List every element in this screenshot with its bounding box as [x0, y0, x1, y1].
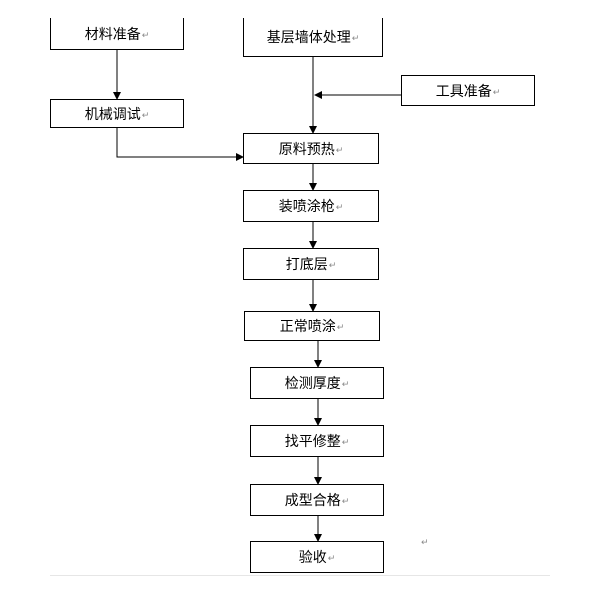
- step-material-prep: 材料准备↵: [50, 18, 184, 50]
- step-label: 工具准备: [435, 83, 492, 100]
- arrow-machine-to-preheat: [116, 128, 244, 161]
- paragraph-mark-icon: ↵: [335, 145, 344, 156]
- paragraph-mark-icon: ↵: [141, 110, 150, 121]
- step-label: 材料准备: [84, 26, 141, 43]
- step-label: 验收: [298, 550, 327, 566]
- paragraph-mark-icon: ↵: [336, 323, 345, 333]
- paragraph-mark-icon: ↵: [341, 497, 350, 507]
- step-thickness-check: 检测厚度↵: [250, 367, 384, 399]
- step-label: 打底层: [285, 257, 328, 273]
- step-machine-debug: 机械调试↵: [50, 99, 184, 128]
- step-base-coat: 打底层↵: [243, 248, 379, 280]
- paragraph-mark-icon: ↵: [341, 438, 350, 448]
- step-label: 机械调试: [84, 106, 141, 123]
- step-label: 原料预热: [278, 141, 335, 158]
- step-label: 成型合格: [284, 493, 341, 509]
- step-label: 找平修整: [284, 434, 341, 450]
- page-divider: [50, 575, 550, 576]
- paragraph-mark-icon: ↵: [327, 554, 336, 564]
- paragraph-mark-icon: ↵: [341, 380, 350, 390]
- step-qualified: 成型合格↵: [250, 484, 384, 516]
- step-normal-spray: 正常喷涂↵: [244, 311, 380, 341]
- step-install-gun: 装喷涂枪↵: [243, 190, 379, 222]
- paragraph-mark-icon: ↵: [421, 538, 429, 548]
- step-acceptance: 验收↵: [250, 541, 384, 573]
- step-leveling: 找平修整↵: [250, 425, 384, 457]
- step-tool-prep: 工具准备↵: [401, 75, 535, 106]
- step-label: 基层墙体处理: [266, 30, 351, 46]
- step-preheat: 原料预热↵: [243, 133, 379, 164]
- paragraph-mark-icon: ↵: [141, 30, 150, 41]
- paragraph-mark-icon: ↵: [492, 87, 501, 98]
- paragraph-mark-icon: ↵: [328, 261, 337, 271]
- step-label: 装喷涂枪: [278, 199, 335, 215]
- paragraph-mark-icon: ↵: [335, 203, 344, 213]
- step-wall-base: 基层墙体处理↵: [243, 18, 383, 57]
- step-label: 检测厚度: [284, 376, 341, 392]
- step-label: 正常喷涂: [279, 319, 336, 335]
- paragraph-mark-icon: ↵: [351, 34, 360, 44]
